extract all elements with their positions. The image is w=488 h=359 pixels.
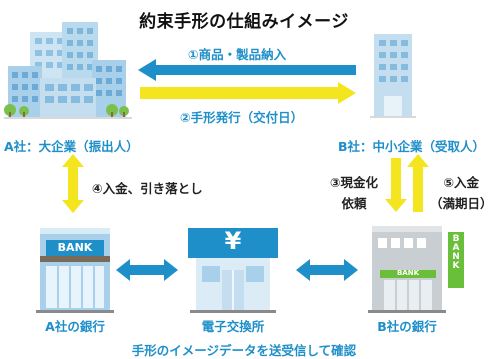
bank-b-label: B社の銀行 xyxy=(377,319,437,334)
exchange-bank-b-arrow-icon xyxy=(296,259,358,281)
company-b-building-icon xyxy=(370,34,416,118)
company-a-label: A社：大企業（振出人） xyxy=(4,139,139,154)
bank-a-building-icon xyxy=(36,228,114,313)
b-cash-in-line1: ⑤入金 xyxy=(443,175,480,190)
exchange-yen-sign: ¥ xyxy=(224,227,242,255)
a-bank-cash-in-label: ④入金、引き落とし xyxy=(92,181,203,196)
company-b-label: B社：中小企業（受取人） xyxy=(338,139,486,154)
bank-a-sign-text: BANK xyxy=(57,241,93,254)
bank-b-vertical-sign-text: BANK xyxy=(451,234,461,270)
collection-request-label: ③現金化 依頼 xyxy=(326,172,382,212)
collection-request-line1: ③現金化 xyxy=(329,175,379,190)
bank-b-small-sign-text: BANK xyxy=(396,269,420,277)
page-title: 約束手形の仕組みイメージ xyxy=(139,12,349,32)
b-cash-in-label: ⑤入金 （満期日） xyxy=(430,172,488,212)
company-a-building-icon xyxy=(4,22,132,119)
b-cash-in-line2: （満期日） xyxy=(430,196,488,211)
bill-issue-arrow-icon xyxy=(140,82,356,104)
bank-a-exchange-arrow-icon xyxy=(116,259,178,281)
goods-delivery-label: ①商品・製品納入 xyxy=(188,47,287,62)
bank-b-building-icon xyxy=(368,226,464,313)
exchange-label: 電子交換所 xyxy=(201,319,265,334)
payment-arrow-icon xyxy=(407,154,429,212)
bill-issue-label: ②手形発行（交付日） xyxy=(180,110,304,125)
a-bank-double-arrow-icon xyxy=(62,154,84,213)
exchange-building-icon xyxy=(188,228,278,313)
goods-delivery-arrow-icon xyxy=(138,59,356,81)
footer-caption: 手形のイメージデータを送受信して確認 xyxy=(131,343,357,358)
collection-request-arrow-icon xyxy=(385,158,407,212)
collection-request-line2: 依頼 xyxy=(341,196,367,211)
bank-a-label: A社の銀行 xyxy=(45,319,105,334)
